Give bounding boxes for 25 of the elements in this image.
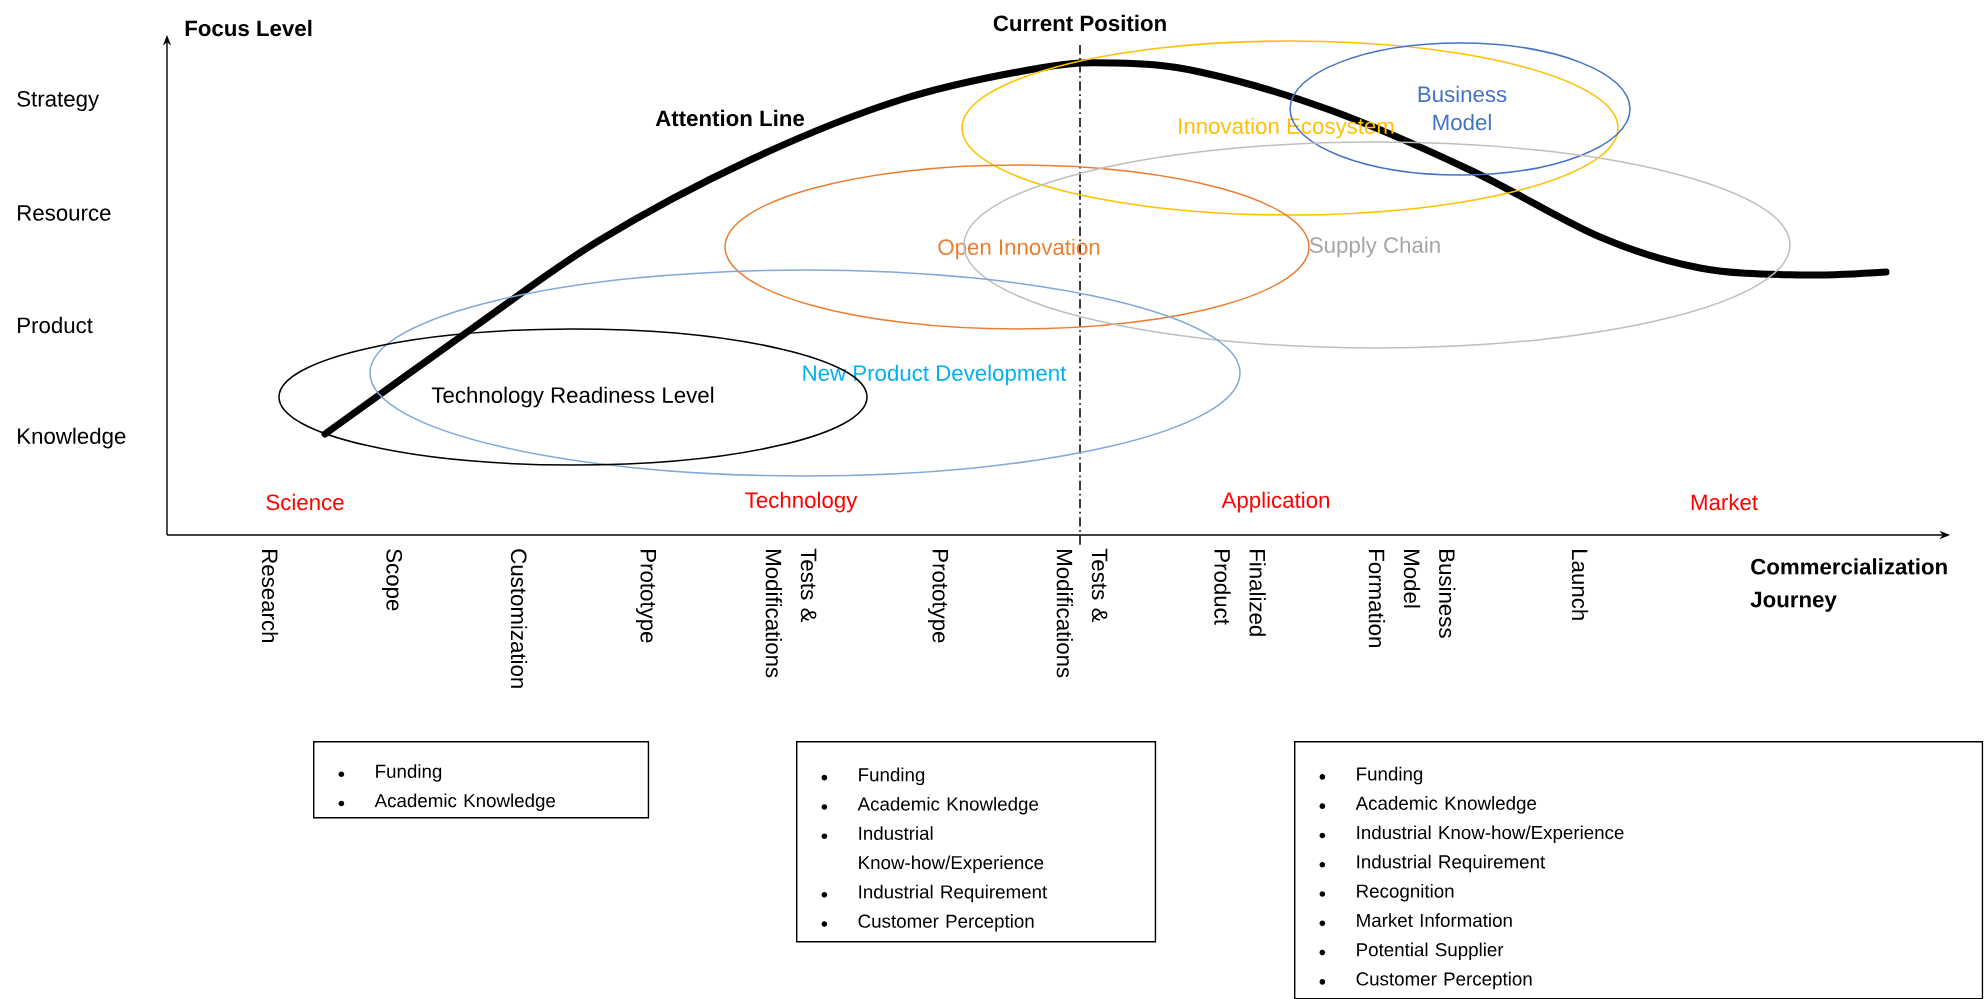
bullet-list-box: Funding Academic Knowledge Industrial Know-how/Experience Industrial Requirement Customer Perception [796,741,1157,943]
bullet-list-box: Funding Academic Knowledge Industrial Know-how/Experience Industrial Requirement Recognition Market Information Potential Supplier Customer Perception [1294,741,1984,999]
curve-label: Attention Line [655,109,805,127]
stage-label: Prototype [928,550,948,643]
phase-label: Science [266,493,344,511]
stage-label: Research [261,550,279,643]
stage-label: Scope [381,549,403,611]
axis-level-label: Resource [18,205,111,221]
phase-label: Application [1221,491,1329,513]
ellipse-region: Open Innovation [724,164,1310,330]
bullet-list-box: Funding Academic Knowledge [313,741,650,819]
axis-level-label: Strategy [17,90,100,112]
stage-label: Tests & Modifications [1056,548,1108,678]
axis-title: Commercialization Journey [1750,558,1947,612]
stage-label: Prototype [636,550,656,643]
stage-label: Finalized Product [1214,550,1266,636]
stage-label: Launch [1571,550,1589,620]
stage-label: Tests & Modifications [765,548,817,678]
axis-level-label: Knowledge [18,427,126,449]
phase-label: Technology [745,491,858,513]
stage-label: Business Model Formation [1368,550,1456,647]
axis-level-label: Product [18,316,93,334]
axis-title: Focus Level [185,19,312,37]
phase-label: Market [1691,493,1758,511]
stage-label: Customization [510,549,528,688]
